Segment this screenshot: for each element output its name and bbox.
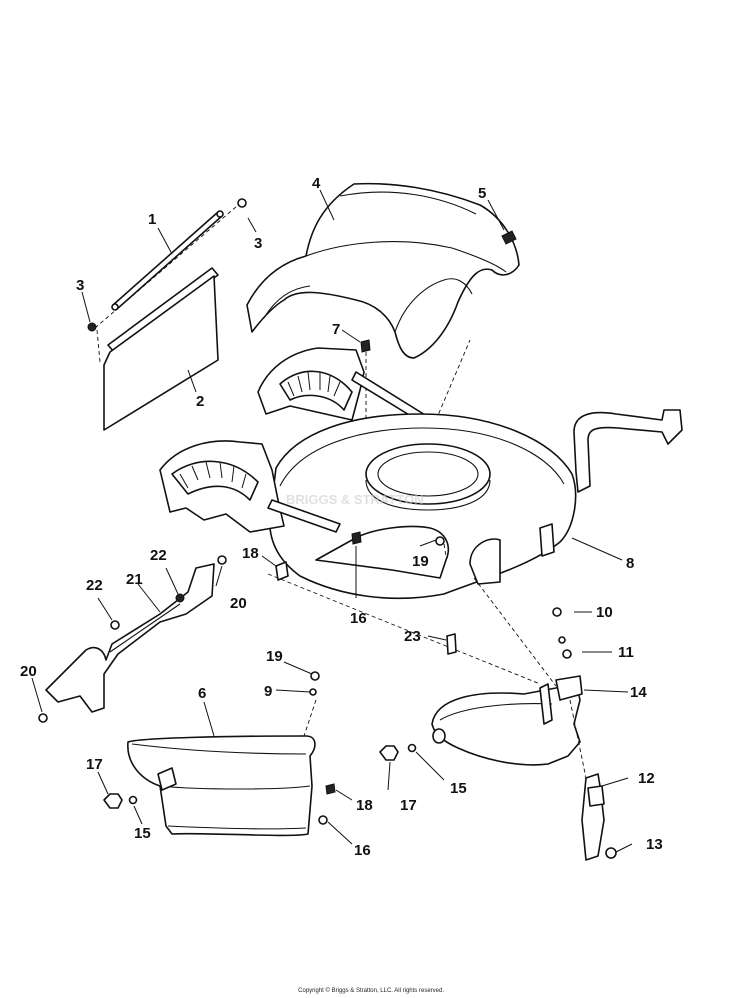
callout-2: 2 bbox=[196, 393, 204, 410]
nut-9-chute bbox=[309, 688, 317, 696]
nut-22-bracket bbox=[175, 593, 185, 603]
knob-17-right bbox=[379, 745, 399, 761]
part-latch-rod bbox=[569, 699, 605, 861]
callout-18-chute: 18 bbox=[356, 797, 373, 814]
screw-20-side bbox=[38, 713, 48, 723]
part-side-bracket bbox=[45, 563, 215, 713]
knob-13 bbox=[605, 847, 617, 859]
callout-19-chute: 19 bbox=[266, 648, 283, 665]
callout-23: 23 bbox=[404, 628, 421, 645]
screw-16-chute bbox=[318, 815, 328, 825]
callout-3-right: 3 bbox=[254, 235, 262, 252]
bolt-23 bbox=[446, 633, 457, 655]
nut-19-chute bbox=[310, 671, 320, 681]
callout-16-chute: 16 bbox=[354, 842, 371, 859]
callout-7: 7 bbox=[332, 321, 340, 338]
callout-15-left: 15 bbox=[134, 825, 151, 842]
callout-6: 6 bbox=[198, 685, 206, 702]
part-rod bbox=[111, 210, 224, 311]
callout-1: 1 bbox=[148, 211, 156, 228]
callout-20-side: 20 bbox=[20, 663, 37, 680]
nut-22-side bbox=[110, 620, 120, 630]
clip-18-chute bbox=[325, 783, 336, 795]
part-front-height-bracket: BRIGGS & STRATTON bbox=[159, 440, 423, 533]
washer-11b bbox=[562, 649, 572, 659]
callout-19-deck: 19 bbox=[412, 553, 429, 570]
washer-10 bbox=[552, 607, 562, 617]
screw-20-bracket bbox=[217, 555, 227, 565]
callout-17-left: 17 bbox=[86, 756, 103, 773]
callout-5: 5 bbox=[478, 185, 486, 202]
callout-15-right: 15 bbox=[450, 780, 467, 797]
part-screw-5 bbox=[501, 230, 517, 245]
part-deck bbox=[267, 409, 683, 687]
callout-17-right: 17 bbox=[400, 797, 417, 814]
callout-3-left: 3 bbox=[76, 277, 84, 294]
callout-21: 21 bbox=[126, 571, 143, 588]
leader-lines bbox=[31, 189, 633, 853]
callout-10: 10 bbox=[596, 604, 613, 621]
part-rear-height-bracket bbox=[257, 339, 471, 425]
nut-3-left bbox=[87, 322, 97, 332]
callout-22-side: 22 bbox=[86, 577, 103, 594]
nut-3-right bbox=[237, 198, 247, 208]
washer-11a bbox=[558, 636, 566, 644]
knob-17-left bbox=[103, 793, 123, 809]
part-discharge-chute bbox=[127, 735, 316, 837]
callout-22-bracket: 22 bbox=[150, 547, 167, 564]
part-chute-base bbox=[431, 675, 583, 766]
callout-13: 13 bbox=[646, 836, 663, 853]
watermark: BRIGGS & STRATTON bbox=[286, 492, 423, 507]
part-flap bbox=[94, 205, 238, 431]
callout-8: 8 bbox=[626, 555, 634, 572]
copyright-footer: Copyright © Briggs & Stratton, LLC. All … bbox=[298, 988, 444, 994]
callout-18-deck: 18 bbox=[242, 545, 259, 562]
part-rear-cover bbox=[246, 182, 520, 359]
callout-14: 14 bbox=[630, 684, 647, 701]
callout-16-deck: 16 bbox=[350, 610, 367, 627]
clip-18-deck bbox=[275, 561, 289, 581]
nut-19-deck bbox=[435, 536, 445, 546]
screw-16-deck bbox=[351, 531, 362, 545]
callout-9: 9 bbox=[264, 683, 272, 700]
callout-12: 12 bbox=[638, 770, 655, 787]
callouts: 1 2 3 3 4 5 6 7 8 9 10 11 12 13 14 15 15… bbox=[20, 175, 663, 859]
washer-15-left bbox=[128, 795, 138, 805]
washer-15-right bbox=[407, 743, 417, 753]
callout-4: 4 bbox=[312, 175, 321, 192]
callout-11: 11 bbox=[618, 644, 634, 661]
callout-20-bracket: 20 bbox=[230, 595, 247, 612]
hardware bbox=[38, 198, 617, 859]
